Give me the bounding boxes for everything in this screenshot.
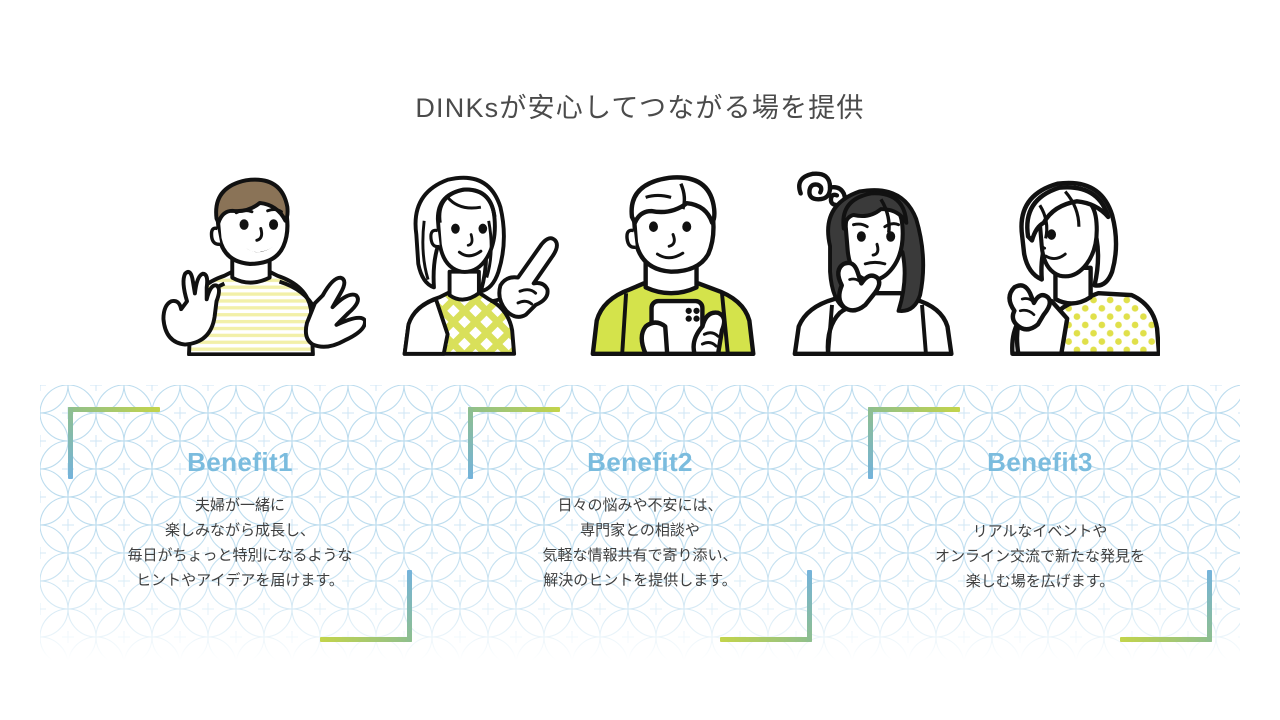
illustration-woman-thinking — [787, 160, 968, 356]
corner-bracket-bottom-right-horizontal — [720, 637, 812, 642]
corner-bracket-top-left-horizontal — [68, 407, 160, 412]
benefit-1-heading: Benefit1 — [187, 447, 293, 477]
benefit-column-3: Benefit3 リアルなイベントや オンライン交流で新たな発見を 楽しむ場を広… — [840, 385, 1240, 660]
corner-bracket-bottom-right-horizontal — [320, 637, 412, 642]
illustration-woman-bob-hair — [989, 160, 1160, 356]
corner-bracket-top-left-horizontal — [868, 407, 960, 412]
benefit-column-2: Benefit2 日々の悩みや不安には、 専門家との相談や 気軽な情報共有で寄り… — [440, 385, 840, 660]
benefit-2-heading: Benefit2 — [587, 447, 693, 477]
illustration-strip — [130, 160, 1160, 356]
corner-bracket-bottom-right-horizontal — [1120, 637, 1212, 642]
illustration-man-waving — [130, 160, 366, 356]
corner-bracket-top-left-horizontal — [468, 407, 560, 412]
benefit-2-body: 日々の悩みや不安には、 専門家との相談や 気軽な情報共有で寄り添い、 解決のヒン… — [542, 497, 738, 589]
illustration-woman-pointing — [387, 160, 563, 356]
benefit-1-body: 夫婦が一緒に 楽しみながら成長し、 毎日がちょっと特別になるような ヒントやアイ… — [127, 497, 353, 589]
benefit-3-heading: Benefit3 — [987, 447, 1093, 477]
benefit-columns: Benefit1 夫婦が一緒に 楽しみながら成長し、 毎日がちょっと特別になるよ… — [40, 385, 1240, 660]
benefit-3-body: リアルなイベントや オンライン交流で新たな発見を 楽しむ場を広げます。 — [934, 523, 1145, 590]
benefit-column-1: Benefit1 夫婦が一緒に 楽しみながら成長し、 毎日がちょっと特別になるよ… — [40, 385, 440, 660]
benefits-panel: Benefit1 夫婦が一緒に 楽しみながら成長し、 毎日がちょっと特別になるよ… — [40, 385, 1240, 660]
illustration-man-with-smartphone — [585, 160, 766, 356]
background-pattern — [40, 385, 1240, 660]
page-title: DINKsが安心してつながる場を提供 — [415, 93, 865, 123]
